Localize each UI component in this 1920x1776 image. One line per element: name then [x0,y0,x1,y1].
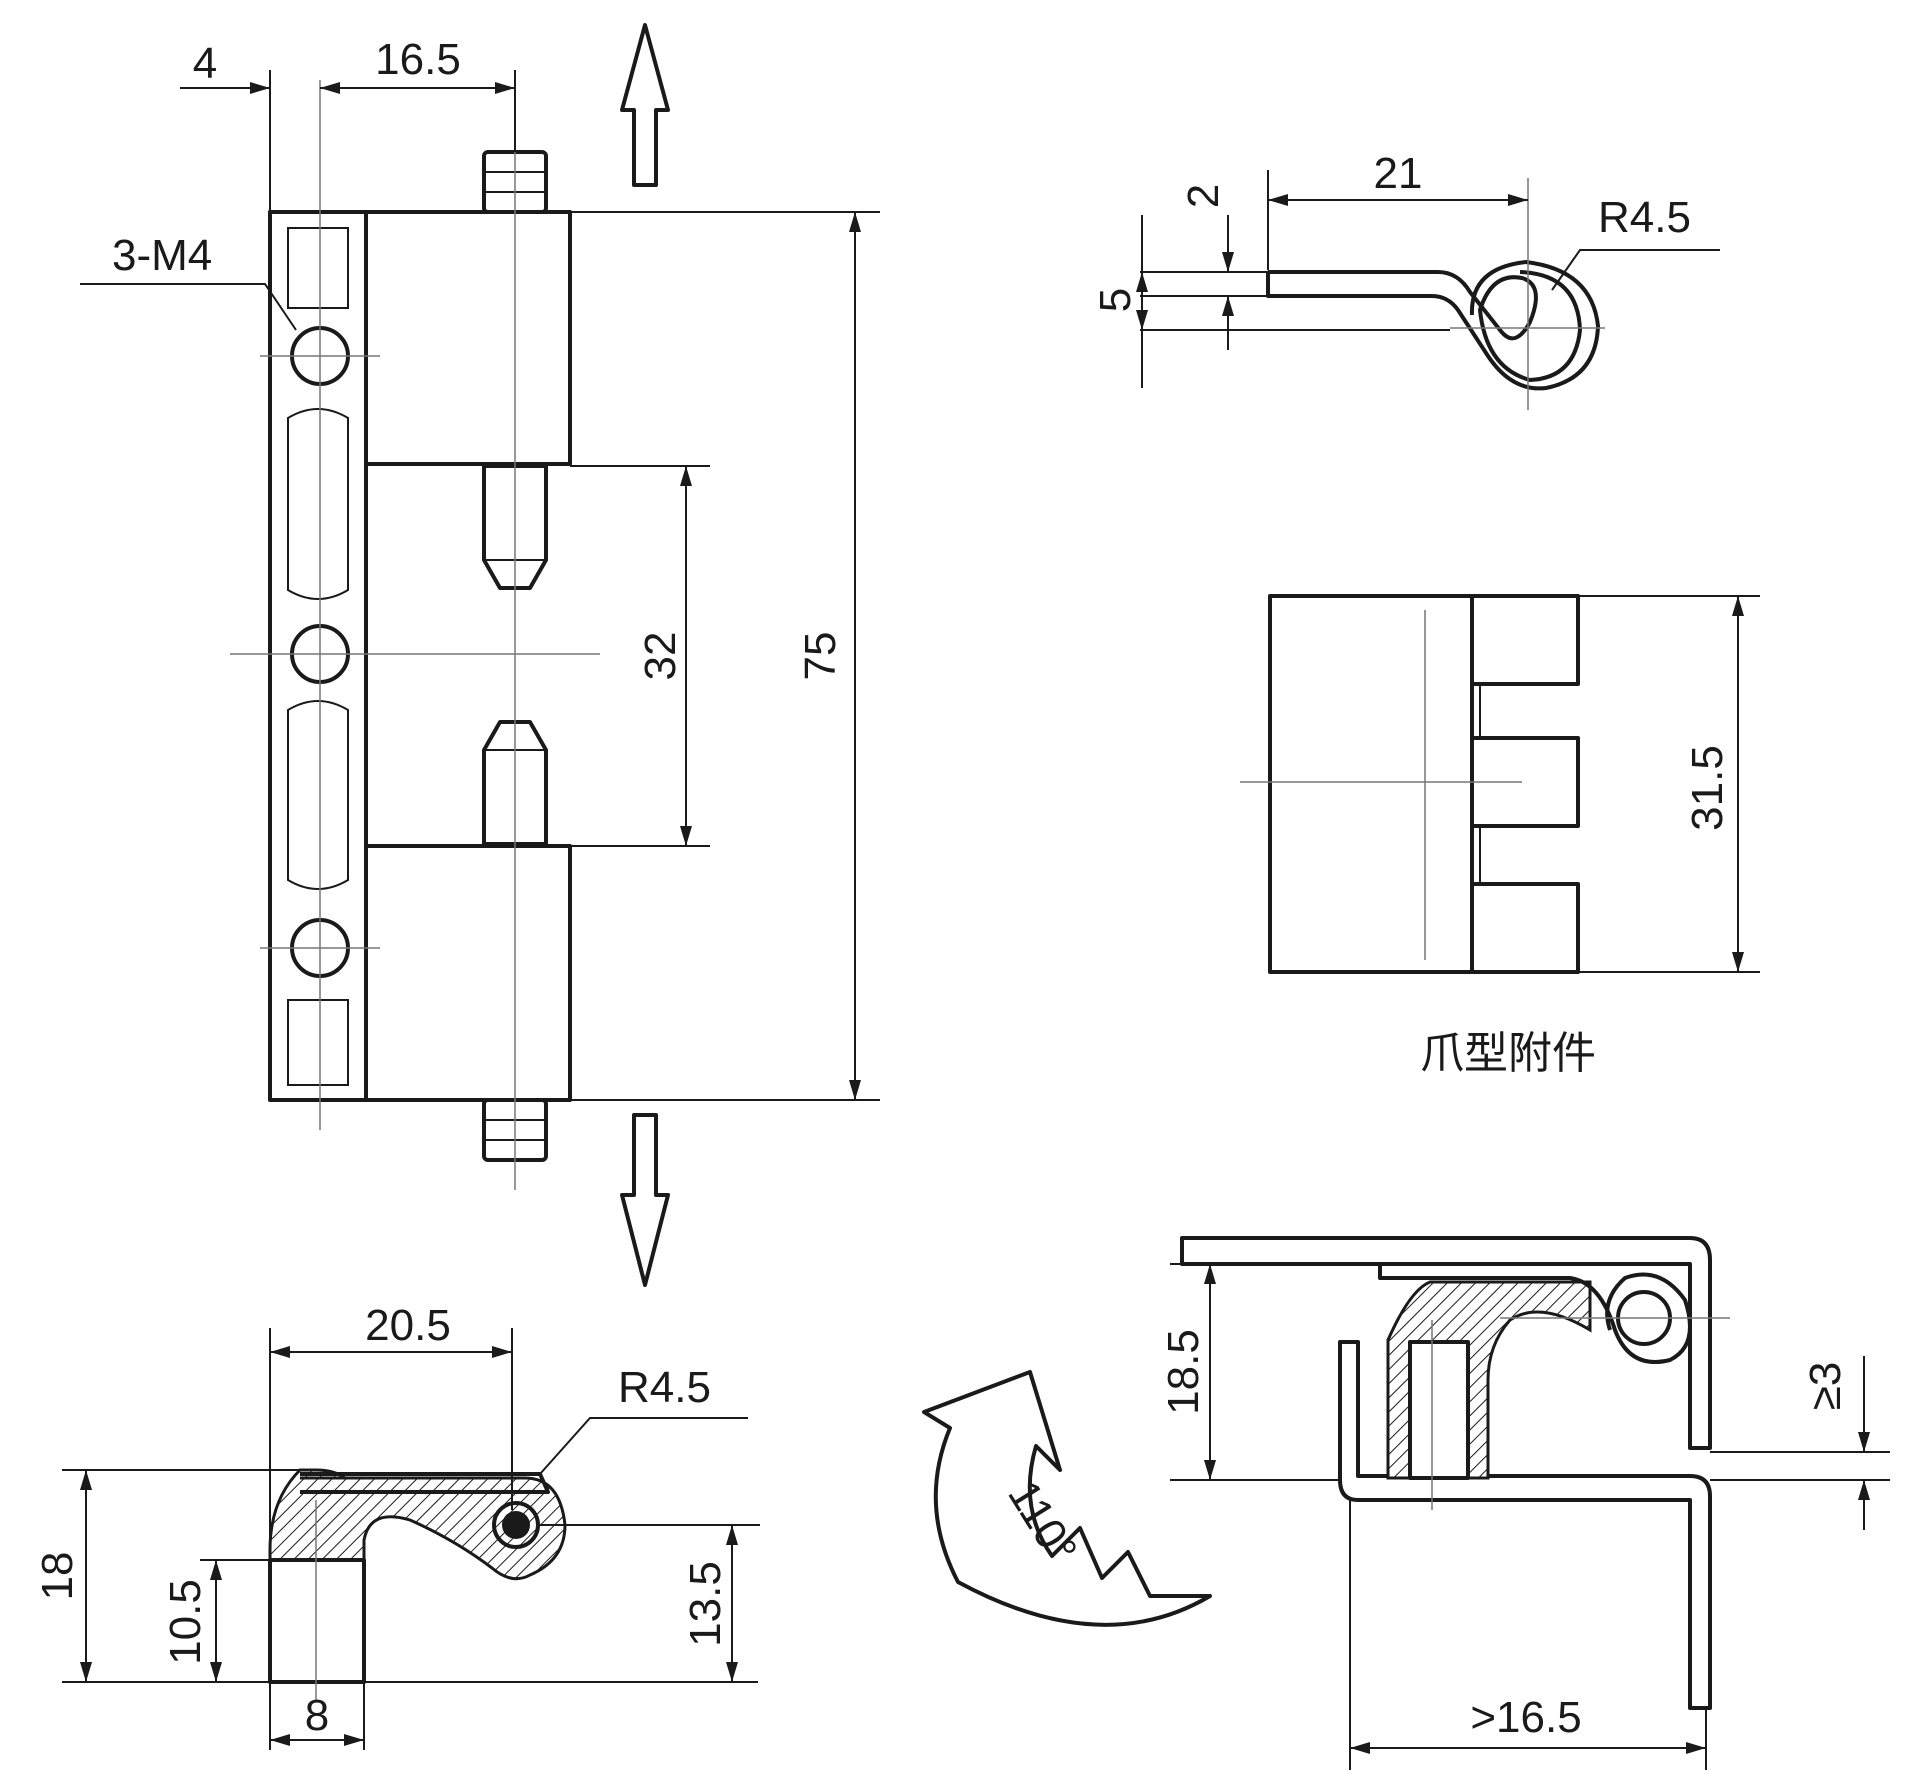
clip-radius: R4.5 [1598,193,1691,242]
attachment-claw [1470,594,1580,686]
side-arm-hatched [300,1476,567,1680]
bottom-frame [1338,1340,1712,1710]
mounted-hinge-base [1408,1340,1470,1480]
side-radius: R4.5 [618,1363,711,1412]
side-pivot [492,1501,540,1549]
dim-side-pivot-height: 13.5 [681,1561,730,1647]
attachment-caption: 爪型附件 [1420,1028,1596,1079]
attachment-view: 31.5 爪型附件 [1240,594,1760,1079]
attachment-claw [1470,882,1580,974]
dim-clip-small: 2 [1179,184,1228,208]
clip-view: 21 2 5 R4.5 [1091,149,1720,410]
dim-left-width: 4 [193,39,217,88]
dim-mounted-offset: >16.5 [1470,1693,1581,1742]
dim-side-base-height: 10.5 [161,1579,210,1665]
side-view: 20.5 R4.5 18 10.5 13.5 8 [33,1301,760,1750]
top-panel [1180,1236,1712,1450]
dim-mounted-height: 18.5 [1159,1329,1208,1415]
dim-pin-gap: 32 [636,632,685,681]
holes-label: 3-M4 [112,231,212,280]
rotation-arrow-icon [922,1370,1212,1627]
dim-clip-length: 21 [1374,149,1423,198]
base-plate [268,210,368,1102]
front-view: 4 16.5 3-M4 32 75 [80,23,880,1287]
mounted-view: 110° 18.5 ≥3 >16.5 [922,1236,1890,1770]
side-base [268,1558,366,1684]
dim-total-height: 75 [796,632,845,681]
dim-side-total-height: 18 [33,1552,82,1601]
dim-clip-thickness: 5 [1091,288,1140,312]
dim-side-base-width: 8 [305,1691,329,1740]
upper-leaf [364,210,572,466]
dim-side-width: 20.5 [365,1301,451,1350]
pull-up-arrow-icon [620,23,670,187]
clip-spring-outline [1268,270,1582,382]
dim-top-width: 16.5 [375,35,461,84]
rotation-angle: 110° [998,1472,1086,1572]
pull-down-arrow-icon [620,1113,670,1287]
dim-attachment-height: 31.5 [1683,745,1732,831]
attachment-body [1268,594,1474,974]
dim-mounted-gap: ≥3 [1801,1362,1850,1411]
lower-leaf [364,844,572,1102]
